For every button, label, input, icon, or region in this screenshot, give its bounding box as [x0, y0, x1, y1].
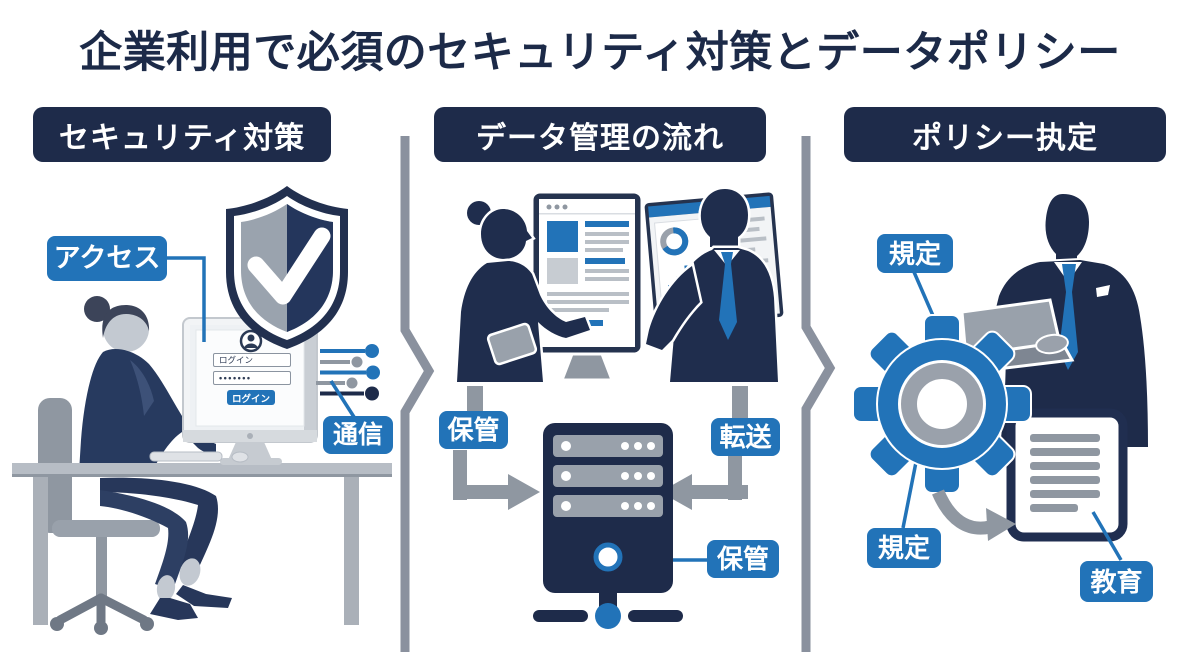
rule-bottom-connector-line: [901, 451, 920, 529]
column-divider-2: [801, 136, 836, 652]
header-data-flow: データ管理の流れ: [434, 107, 766, 162]
education-connector-line: [1091, 511, 1123, 561]
shield-icon: [226, 186, 348, 349]
document-icon: [1006, 408, 1128, 542]
pocket-square: [1096, 285, 1110, 297]
keyboard-icon: [149, 451, 249, 463]
arrow-into-server-right-icon: [660, 456, 748, 510]
callout-access: アクセス: [47, 236, 167, 281]
callout-store-in: 保管: [439, 411, 508, 449]
desk: [12, 463, 392, 625]
laptop-icon: [947, 298, 1075, 376]
login-username-field: ログイン: [213, 353, 291, 367]
man-tie: [719, 252, 737, 340]
curved-arrow-icon: [932, 489, 1016, 541]
login-password-field: •••••••: [213, 371, 291, 385]
tablet-icon: [486, 322, 538, 366]
dashboard-monitor-icon: [530, 190, 644, 382]
callout-store-out: 保管: [707, 540, 779, 578]
callout-rule-top: 規定: [877, 234, 953, 273]
checkmark-icon: [247, 227, 331, 305]
arrow-into-server-left-icon: [453, 450, 540, 510]
connector-stub-right: [732, 386, 748, 419]
network-icon: [533, 603, 683, 629]
header-security: セキュリティ対策: [33, 107, 331, 162]
communication-lines-icon: [316, 344, 380, 401]
communication-connector-line: [329, 380, 356, 418]
presenter-woman-illustration: [454, 198, 594, 385]
rule-top-connector-line: [912, 271, 936, 319]
callout-transfer: 転送: [711, 418, 780, 456]
server-icon: [533, 423, 683, 629]
column-divider-1: [400, 136, 435, 652]
gear-icon: [852, 314, 1032, 494]
callout-rule-bottom: 規定: [867, 528, 941, 568]
access-connector-line: [167, 256, 206, 342]
callout-communication: 通信: [323, 416, 393, 454]
header-policy: ポリシー执定: [844, 107, 1166, 162]
page-title: 企業利用で必須のセキュリティ対策とデータポリシー: [79, 29, 1121, 77]
connector-stub-left: [467, 386, 483, 412]
callout-education: 教育: [1080, 561, 1153, 602]
login-button: ログイン: [227, 390, 275, 405]
user-icon: [239, 329, 263, 353]
seated-woman-illustration: [79, 296, 232, 620]
